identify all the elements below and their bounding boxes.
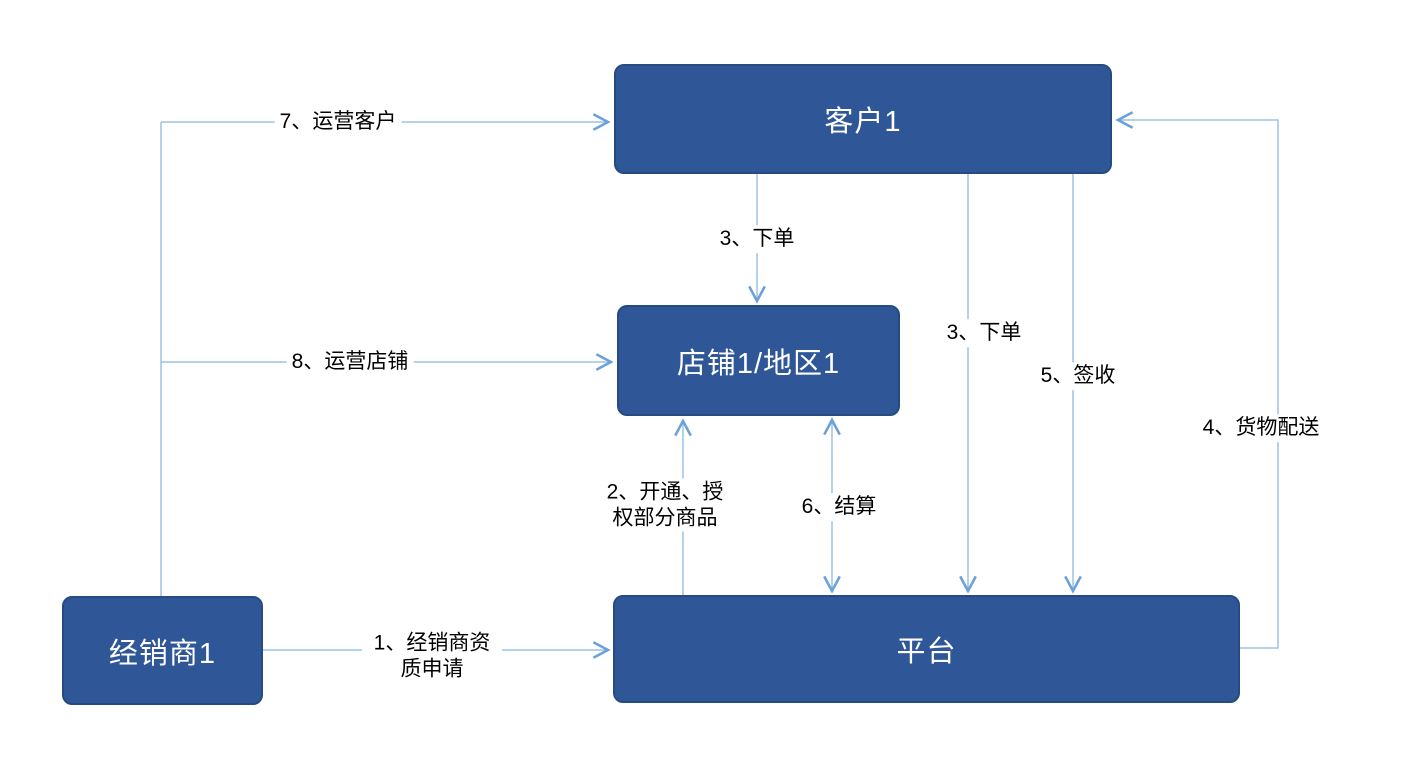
connector-4-goods-delivery <box>1115 111 1279 649</box>
node-platform-label: 平台 <box>896 636 957 668</box>
edge-label-2-open-authorize: 2、开通、授权部分商品 <box>596 478 734 532</box>
node-distributor1-label: 经销商1 <box>108 637 217 670</box>
edge-label-8-operate-shop: 8、运营店铺 <box>286 348 414 376</box>
edge-label-3-order-to-shop: 3、下单 <box>714 225 800 253</box>
edge-label-3-order-to-platform: 3、下单 <box>941 319 1027 347</box>
node-customer1-label: 客户1 <box>824 106 902 138</box>
node-shop1: 店铺1/地区1 <box>617 305 900 416</box>
edge-label-6-settlement: 6、结算 <box>796 493 882 521</box>
edge-label-5-sign-receipt: 5、签收 <box>1035 362 1121 390</box>
edge-label-1-qualification-apply: 1、经销商资质申请 <box>362 629 502 683</box>
edge-label-4-goods-delivery: 4、货物配送 <box>1197 414 1325 442</box>
edge-label-7-operate-customer: 7、运营客户 <box>274 108 402 136</box>
node-platform: 平台 <box>613 595 1240 703</box>
node-shop1-label: 店铺1/地区1 <box>676 347 841 380</box>
node-distributor1: 经销商1 <box>62 596 263 705</box>
node-customer1: 客户1 <box>614 64 1112 174</box>
